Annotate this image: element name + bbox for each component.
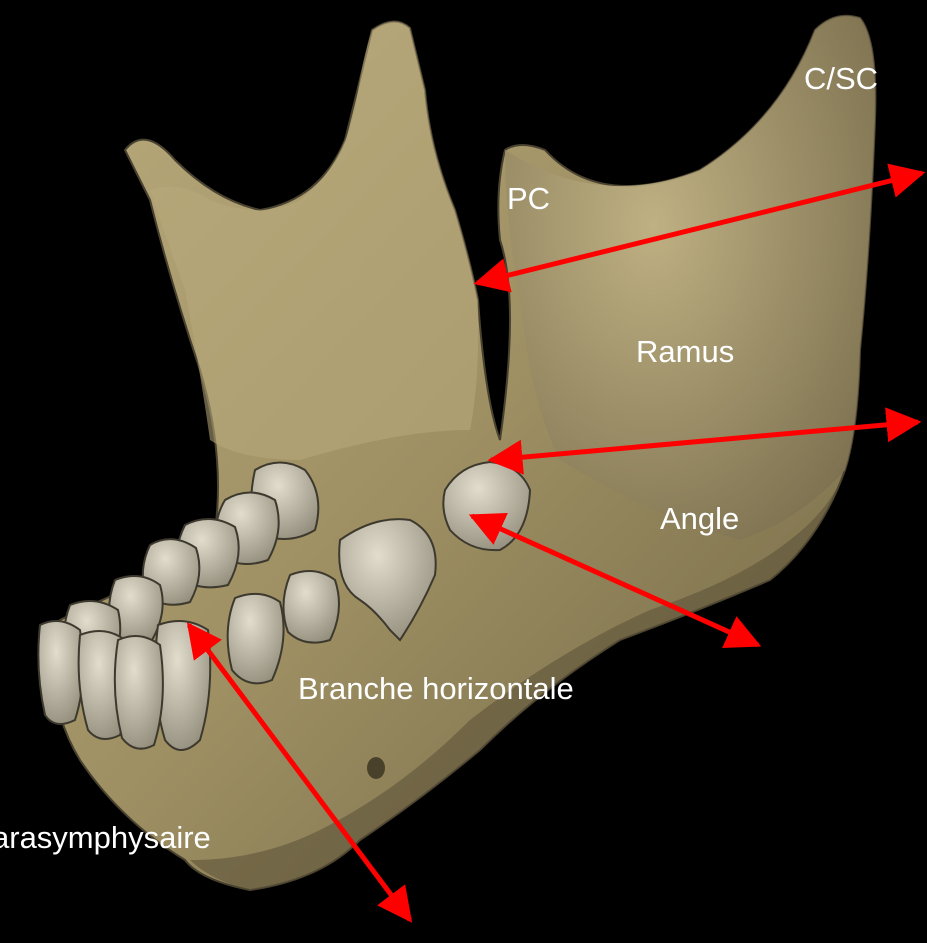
tooth-lower-incisor-1	[38, 621, 83, 724]
tooth-lower-premolar-2	[228, 594, 284, 684]
label-ramus: Ramus	[636, 336, 734, 367]
tooth-lower-incisor-3	[115, 636, 163, 749]
label-condyle-subcondyle: C/SC	[804, 63, 878, 94]
label-angle: Angle	[660, 503, 739, 534]
label-branche-horizontale: Branche horizontale	[298, 673, 574, 704]
tooth-lower-premolar-1	[283, 571, 339, 643]
label-coronoid-process: PC	[507, 183, 550, 214]
coronoid-process	[150, 21, 478, 460]
mental-foramen	[367, 757, 385, 779]
label-parasymphysaire: arasymphysaire	[0, 822, 211, 853]
